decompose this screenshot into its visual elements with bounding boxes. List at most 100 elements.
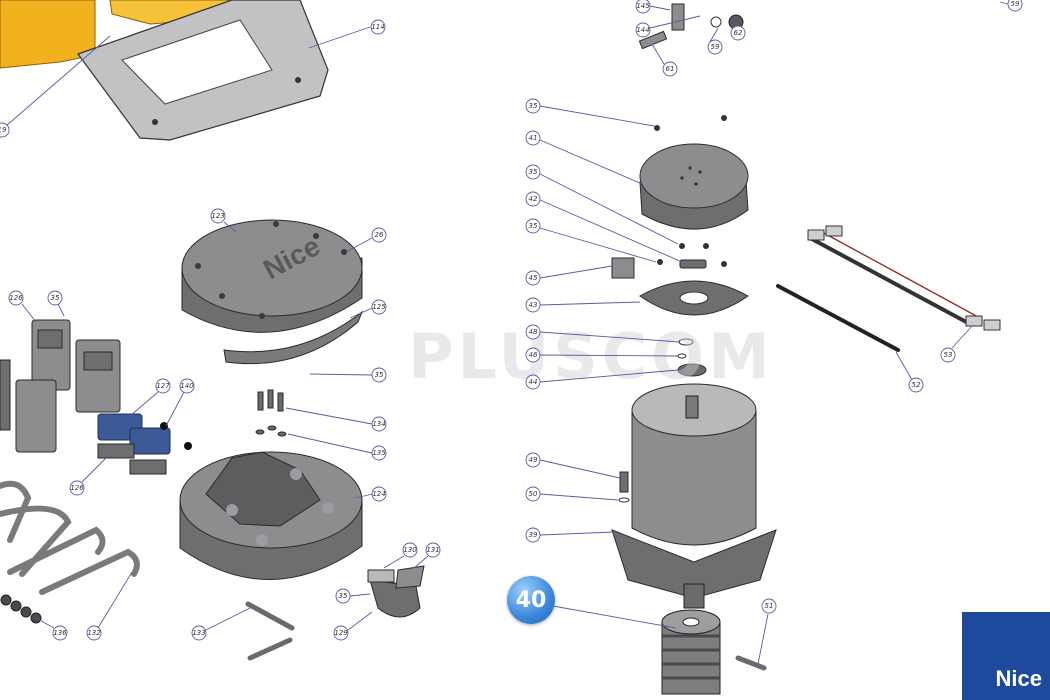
callout-label: 62 [734,29,743,37]
callout-label: 50 [529,490,538,498]
gearbox-base [179,451,363,580]
callout[interactable]: 19 [0,35,111,138]
callout[interactable]: 45 [525,265,613,286]
callout-label: 114 [371,23,384,31]
callout[interactable]: 62 [730,25,746,41]
brush-holder [611,257,749,316]
callout-label: 133 [192,629,205,637]
cover-gasket [223,310,364,365]
callout[interactable]: 131 [413,542,441,569]
callout[interactable]: 59 [707,27,723,55]
callout-label: 123 [211,212,224,220]
callout[interactable]: 123 [210,208,237,233]
callout[interactable]: 145 [635,0,671,14]
callout[interactable]: 46 [525,347,679,363]
callout[interactable]: 39 [525,527,615,543]
callout-label: 51 [765,602,774,610]
callout-label: 35 [339,592,348,600]
callout[interactable]: 136 [35,617,68,641]
callout[interactable]: 126 [8,290,37,323]
callout-label: 48 [529,328,538,336]
callout-label: 135 [372,449,386,457]
callout[interactable]: 41 [525,130,643,185]
callout-layer: 114 19 123 26 125 35 134 135 124 126 35 … [0,0,1023,665]
callout[interactable]: 50 [525,486,619,502]
highlighted-callout-40[interactable]: 40 [507,576,555,624]
callout-label: 53 [944,351,953,359]
callout[interactable]: 124 [355,486,387,502]
screws-134 [255,389,287,437]
u-bolts [0,480,140,595]
screw-49 [618,471,630,503]
callout[interactable]: 125 [349,299,387,319]
callout-label: 144 [636,26,649,34]
pulley [661,609,721,695]
callout[interactable]: 135 [287,433,387,461]
brand-logo: Nice [962,612,1050,700]
callout[interactable]: 43 [525,297,641,313]
callout-label: 145 [636,2,650,10]
watermark-text: PLUSCOM [408,320,774,393]
callout[interactable]: 44 [525,369,679,390]
callout[interactable]: 59 [999,0,1023,12]
callout-label: 35 [529,222,538,230]
callout[interactable]: 35 [309,367,387,383]
callout[interactable]: 126 [69,457,107,496]
callout-label: 26 [375,231,384,239]
callout-label: 127 [156,382,170,390]
callout-label: 46 [529,351,538,359]
callout[interactable]: 130 [383,542,418,569]
callout[interactable]: 133 [191,607,251,641]
callout[interactable]: 140 [165,378,195,427]
callout[interactable]: 35 [525,98,655,127]
callout[interactable]: 35 [335,588,371,604]
encoder-parts [367,565,425,618]
callout[interactable]: 49 [525,452,621,479]
callout-label: 125 [372,303,386,311]
callout[interactable]: 114 [308,19,386,49]
callout-label: 132 [87,629,101,637]
callout-label: 41 [529,134,538,142]
motor-cap [639,143,749,230]
callout[interactable]: 134 [285,407,387,432]
callout[interactable]: 51 [757,598,777,665]
callout[interactable]: 26 [345,227,387,253]
callout[interactable]: 35 [47,290,65,317]
top-bolt-assembly [638,3,744,50]
callout-label: 35 [529,102,538,110]
callout[interactable]: 61 [651,43,678,77]
callout[interactable]: 144 [635,15,701,38]
callout[interactable]: 42 [525,191,683,263]
top-cover: Nice [181,219,363,333]
cables [776,225,1001,352]
callout-label: 44 [529,378,538,386]
callout[interactable]: 127 [129,378,171,417]
callout-label: 35 [529,168,538,176]
motor-body [611,383,777,609]
callout[interactable]: 48 [525,324,681,343]
callout[interactable]: 132 [86,571,133,641]
callout-label: 59 [1011,0,1020,8]
callout-label: 39 [529,531,538,539]
pins-133 [245,601,295,661]
callout-label: 45 [529,274,538,282]
callout[interactable]: 35 [525,164,679,245]
callout[interactable]: 129 [333,611,373,641]
callout[interactable]: 52 [895,351,924,393]
callout-label: 134 [372,420,385,428]
callout[interactable]: 35 [525,218,657,263]
callout-label: 131 [426,546,439,554]
callout-label: 124 [372,490,385,498]
pin-51 [735,655,767,671]
callout-label: 43 [529,301,538,309]
washers [677,338,707,377]
callout-label: 35 [51,294,60,302]
callout-label: 19 [0,126,7,134]
left-bracket-parts [0,319,121,453]
small-screws [654,115,727,267]
blue-parts [97,413,192,475]
callout-label: 35 [375,371,384,379]
callout[interactable]: 53 [940,325,973,363]
